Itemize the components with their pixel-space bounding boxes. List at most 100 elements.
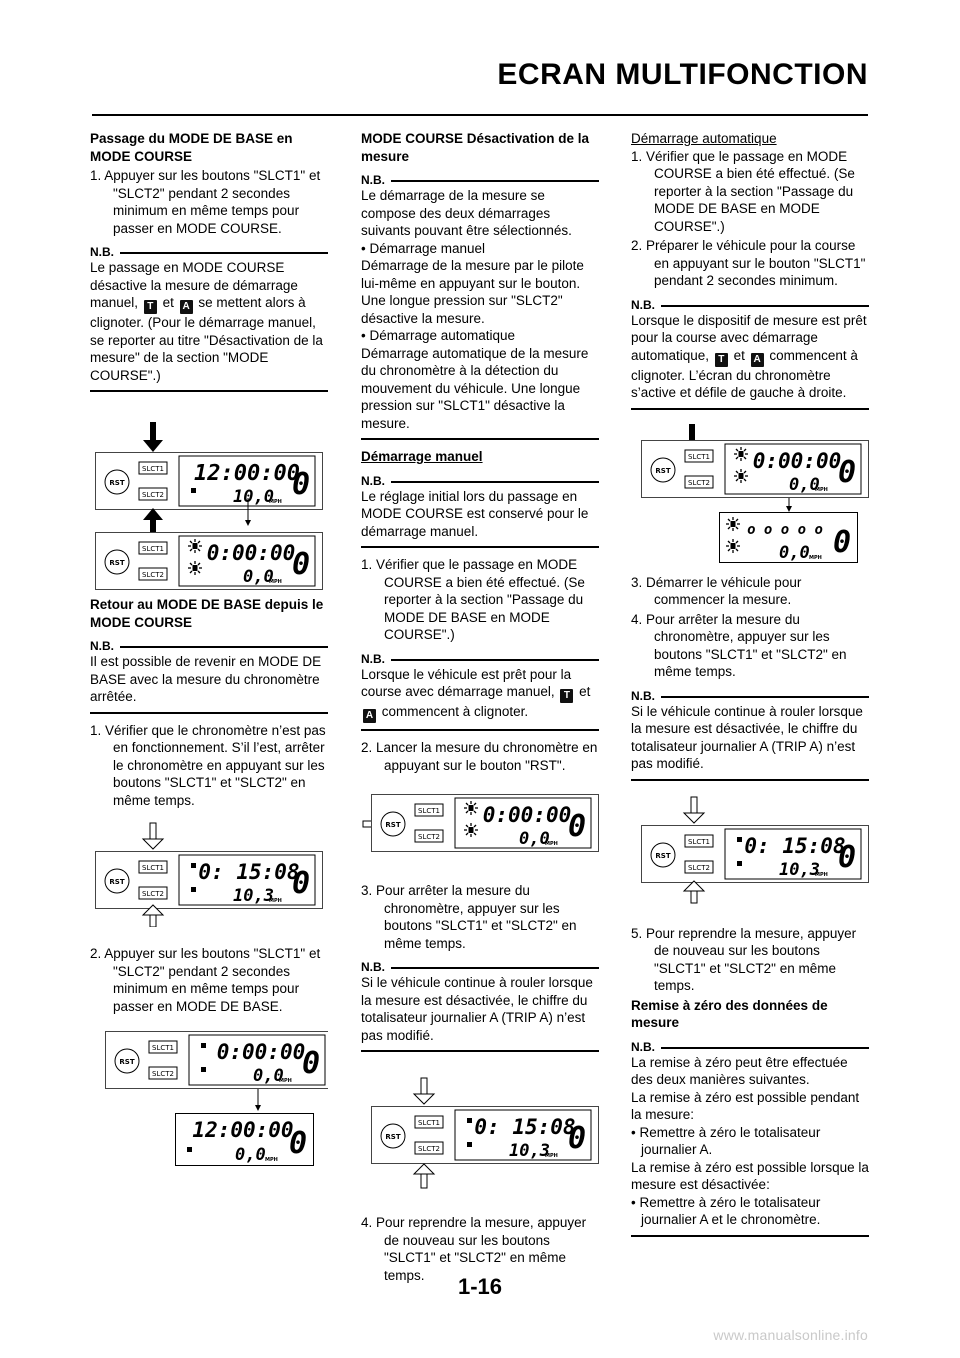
svg-text:0,0: 0,0 [779,543,810,563]
svg-text:0: 0 [302,1046,320,1081]
note-text: Lorsque le véhicule est prêt pour la cou… [361,666,591,723]
note-text: La remise à zéro peut être effectuée des… [631,1054,848,1088]
section-title-reset: Remise à zéro des données de mesure [631,997,828,1031]
svg-text:SLCT1: SLCT1 [142,864,164,872]
svg-text:0: 0 [292,866,310,901]
svg-text:0,0: 0,0 [519,829,550,849]
step-text: 3. Pour arrêter la mesure du chronomètre… [361,883,577,951]
step-text: 2. Préparer le véhicule pour la course e… [631,238,866,288]
title-rule [92,114,868,116]
step-text: 4. Pour reprendre la mesure, appuyer de … [361,1215,587,1283]
svg-text:0:00:00: 0:00:00 [483,803,572,827]
svg-text:SLCT2: SLCT2 [152,1070,174,1078]
svg-text:12:00:00: 12:00:00 [194,461,300,486]
svg-text:0,0: 0,0 [789,475,820,495]
svg-text:SLCT2: SLCT2 [142,571,164,579]
svg-text:RST: RST [655,852,670,860]
note-text: Le réglage initial lors du passage en MO… [361,488,589,539]
note-block: N.B. Il est possible de revenir en MODE … [90,639,328,714]
note-header: N.B. [90,639,328,653]
svg-text:12:00:00: 12:00:00 [192,1118,293,1142]
arrow-down-icon [143,422,163,452]
lcd-panel-stopped: RST SLCT1 SLCT2 0: 15:08 10,3 0 MPH [95,851,323,909]
svg-text:0,0: 0,0 [235,1145,266,1165]
step-text: 5. Pour reprendre la mesure, appuyer de … [631,925,857,994]
trip-a-icon: A [179,300,193,314]
svg-text:SLCT1: SLCT1 [142,545,164,553]
step-text: 4. Pour arrêter la mesure du chronomètre… [631,611,847,680]
svg-text:RST: RST [109,479,124,487]
section-title-auto-start: Démarrage automatique [631,131,777,146]
note-text: Il est possible de revenir en MODE DE BA… [90,654,322,704]
note-text: La remise à zéro est possible pendant la… [631,1089,860,1123]
svg-text:SLCT2: SLCT2 [418,833,440,841]
arrow-down-outline-icon [412,1077,436,1105]
column-1: Passage du MODE DE BASE en MODE COURSE 1… [90,130,328,1177]
svg-text:MPH: MPH [269,499,282,505]
step-text: 2. Lancer la mesure du chronomètre en ap… [361,740,598,773]
lcd-panel-race-zero: RST SLCT1 SLCT2 0:00:00 0,0 0 MPH [105,1031,328,1089]
svg-text:0: 0 [833,525,851,560]
note-bullet: • Démarrage automatique [361,328,516,343]
section-title-base-to-race: Passage du MODE DE BASE en MODE COURSE [90,131,293,164]
svg-text:SLCT2: SLCT2 [688,479,710,487]
svg-text:SLCT1: SLCT1 [688,453,710,461]
column-2: MODE COURSE Désactivation de la mesure N… [361,130,599,1286]
step-text: 1. Vérifier que le passage en MODE COURS… [361,557,585,642]
note-header: N.B. [361,652,599,666]
note-block: N.B. Si le véhicule continue à rouler lo… [361,960,599,1052]
note-block: N.B. Le passage en MODE COURSE désactive… [90,245,328,392]
watermark: www.manualsonline.info [713,1327,868,1343]
svg-text:10,0: 10,0 [233,487,274,507]
note-text: Lorsque le dispositif de mesure est prêt… [631,312,867,401]
note-block: N.B. Le démarrage de la mesure se compos… [361,173,599,440]
note-text: Démarrage de la mesure par le pilote lui… [361,258,584,326]
note-block: N.B. La remise à zéro peut être effectué… [631,1040,869,1237]
note-block: N.B. Lorsque le dispositif de mesure est… [631,298,869,410]
arrow-up-outline-icon [141,904,165,927]
svg-text:SLCT2: SLCT2 [688,864,710,872]
section-title-race-mode: MODE COURSE Désactivation de la mesure [361,131,590,164]
svg-text:MPH: MPH [815,487,828,493]
svg-text:0:00:00: 0:00:00 [207,541,296,565]
note-header: N.B. [631,1040,869,1054]
svg-text:10,3: 10,3 [233,886,274,906]
lcd-panel-clock: RST SLCT1 SLCT2 12:00:00 10,0 0 MPH [95,452,323,510]
display-figure-auto-stopped: RST SLCT1 SLCT2 0: 15:08 10,3 0 MPH [641,796,869,903]
lcd-panel-race: RST SLCT1 SLCT2 0:00:00 0,0 0 MPH [95,532,323,590]
column-3: Démarrage automatique 1. Vérifier que le… [631,130,869,1245]
note-text: Si le véhicule continue à rouler lorsque… [361,975,593,1043]
note-block: N.B. Le réglage initial lors du passage … [361,474,599,548]
note-bullet: • Remettre à zéro le totalisateur journa… [631,1124,821,1158]
note-bullet: • Démarrage manuel [361,240,486,256]
svg-text:10,3: 10,3 [509,1141,550,1161]
trip-t-icon: T [560,689,574,703]
lcd-panel-auto: RST SLCT1 SLCT2 0:00:00 0,0 0 MPH [641,439,869,498]
lcd-panel-manual-stopped: RST SLCT1 SLCT2 0: 15:08 10,3 0 MPH [371,1106,599,1164]
svg-text:RST: RST [109,559,124,567]
lcd-panel-base-clock: 12:00:00 0,0 0 MPH [175,1113,314,1166]
svg-text:0: 0 [568,809,586,844]
section-title-manual-start: Démarrage manuel [361,449,483,464]
arrow-up-outline-icon [682,879,706,903]
trip-t-icon: T [143,300,157,314]
svg-text:0:00:00: 0:00:00 [217,1040,306,1064]
svg-text:0: 0 [292,467,310,502]
svg-text:SLCT2: SLCT2 [142,491,164,499]
svg-text:0: 0 [568,1121,586,1156]
svg-text:MPH: MPH [269,579,282,585]
note-text: Le démarrage de la mesure se compose des… [361,188,572,238]
svg-text:10,3: 10,3 [779,860,820,880]
note-header: N.B. [361,173,599,187]
display-figure-stopped: RST SLCT1 SLCT2 0: 15:08 10,3 0 MPH [95,822,323,927]
note-header: N.B. [631,689,869,703]
svg-text:0: 15:08: 0: 15:08 [744,834,845,858]
trip-a-icon: A [750,352,764,367]
display-figure-manual-stopped: RST SLCT1 SLCT2 0: 15:08 10,3 0 MPH [371,1077,599,1189]
arrow-down-outline-icon [682,796,706,824]
svg-text:0: 0 [838,455,856,490]
note-text: La remise à zéro est possible lorsque la… [631,1159,869,1193]
display-figure-race-to-base: RST SLCT1 SLCT2 0:00:00 0,0 0 MPH 12:00:… [105,1031,328,1166]
svg-text:0,0: 0,0 [243,567,274,587]
note-text: Le passage en MODE COURSE désactive la m… [90,260,323,383]
